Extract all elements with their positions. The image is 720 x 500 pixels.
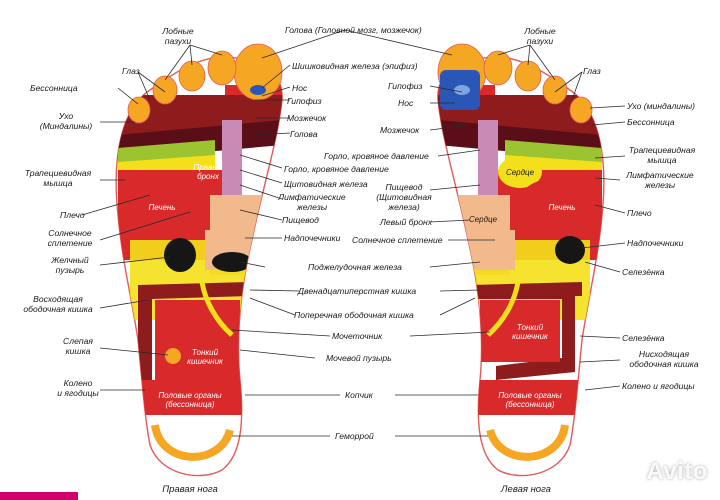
label-r-eye: Глаз: [122, 66, 140, 76]
right-toe-2: [207, 50, 237, 86]
label-left-bronchus: Левый бронх: [379, 217, 433, 227]
right-hemorrhoid-arc: [151, 424, 234, 461]
right-cecum: [165, 348, 181, 364]
label-head-r: Голова: [290, 129, 318, 139]
left-ureter: [486, 281, 521, 337]
right-toe-4: [152, 75, 178, 105]
right-genitals-zone: [130, 380, 250, 415]
left-pituitary-spot: [454, 85, 470, 95]
label-l-insomnia: Бессонница: [627, 117, 675, 127]
label-l-knee: Колено и ягодицы: [622, 381, 695, 391]
left-heart: [498, 156, 542, 188]
label-thyroid: Щитовидная железа: [284, 179, 368, 189]
label-pituitary-r: Гипофиз: [287, 96, 322, 106]
label-nose-l: Нос: [398, 98, 414, 108]
left-heart-text: Сердце: [506, 168, 535, 177]
label-r-ear: Ухо(Миндалины): [40, 111, 93, 131]
label-l-ear: Ухо (миндалины): [626, 101, 695, 111]
left-toe-2: [483, 50, 513, 86]
label-esophagus-r: Пищевод: [282, 215, 319, 225]
right-toe-5: [127, 96, 151, 124]
right-toe-3: [178, 60, 206, 92]
label-pancreas: Поджелудочная железа: [308, 262, 402, 272]
left-heart2-text: Сердце: [469, 215, 498, 224]
left-liver-text: Печень: [549, 203, 576, 212]
left-foot-title: Левая нога: [500, 484, 551, 495]
label-throat-r: Горло, кровяное давление: [284, 164, 389, 174]
right-liver-text: Печень: [149, 203, 176, 212]
left-esophagus-zone: [478, 120, 498, 210]
left-pancreas: [460, 230, 515, 270]
left-toe-3: [514, 60, 542, 92]
right-small-intestine: [155, 300, 240, 385]
label-pineal: Шишковидная железа (эпифиз): [292, 61, 418, 71]
label-l-eye: Глаз: [583, 66, 601, 76]
left-colon: [470, 282, 582, 380]
label-nose-r: Нос: [292, 83, 308, 93]
label-r-shoulder: Плечо: [60, 210, 85, 220]
label-head: Голова (Головной мозг, мозжечок): [285, 25, 422, 35]
left-genitals-text: Половые органы(бессонница): [498, 391, 561, 409]
label-transverse: Поперечная ободочная кишка: [294, 310, 414, 320]
right-liver: [128, 178, 208, 238]
watermark-logo: Avito: [646, 458, 708, 485]
right-genitals-text: Половые органы(бессонница): [158, 391, 221, 409]
left-toe-5: [569, 96, 593, 124]
left-spleen-dark: [555, 236, 585, 264]
label-cerebellum-l: Мозжечок: [380, 125, 420, 135]
left-liver: [516, 178, 596, 238]
label-hemorrhoids: Геморрой: [335, 431, 374, 441]
label-solar-l: Солнечное сплетение: [352, 235, 443, 245]
right-colon: [138, 282, 250, 382]
right-foot-title: Правая нога: [162, 484, 218, 495]
accent-bar: [0, 492, 78, 500]
center-labels: Голова (Головной мозг, мозжечок) Шишкови…: [277, 25, 443, 441]
label-l-spleen2: Селезёнка: [622, 333, 665, 343]
left-toe-4: [542, 75, 568, 105]
label-l-spleen: Селезёнка: [622, 267, 665, 277]
label-adrenals-r: Надпочечники: [284, 233, 341, 243]
label-cerebellum-r: Мозжечок: [287, 113, 327, 123]
right-esophagus-zone: [222, 120, 242, 210]
label-duodenum: Двенадцатиперстная кишка: [297, 286, 416, 296]
left-genitals-zone: [470, 380, 590, 415]
left-hemorrhoid-arc: [486, 424, 569, 461]
right-ureter: [199, 281, 234, 337]
label-pituitary-l: Гипофиз: [388, 81, 423, 91]
right-gallbladder: [164, 238, 196, 272]
label-bladder: Мочевой пузырь: [326, 353, 392, 363]
label-throat-l: Горло, кровяное давление: [324, 151, 429, 161]
leader-lines: [81, 29, 626, 437]
label-coccyx: Копчик: [345, 390, 374, 400]
label-l-adrenals: Надпочечники: [627, 238, 684, 248]
right-duodenum: [212, 252, 252, 272]
label-r-insomnia: Бессонница: [30, 83, 78, 93]
label-l-shoulder: Плечо: [627, 208, 652, 218]
label-ureter: Мочеточник: [332, 331, 383, 341]
